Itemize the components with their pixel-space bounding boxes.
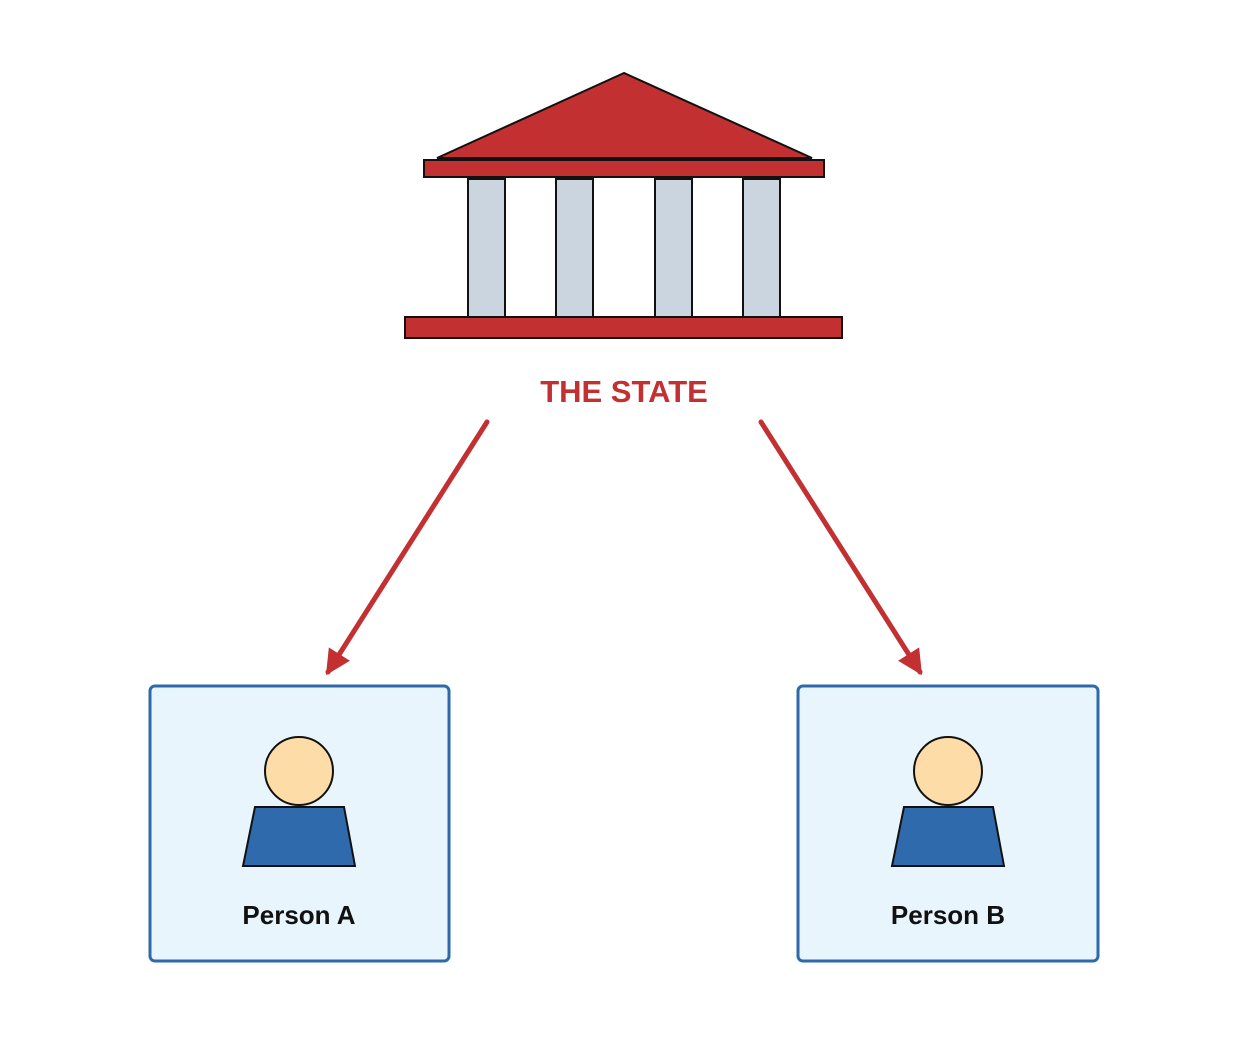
person-body (890, 806, 1006, 867)
building-base (404, 316, 843, 339)
person-icon (890, 736, 1006, 867)
person-b-card: Person B (796, 684, 1100, 963)
person-a-label: Person A (242, 900, 355, 930)
government-building-icon (404, 71, 843, 339)
state-label: THE STATE (540, 374, 708, 409)
person-head (264, 736, 334, 806)
person-icon (241, 736, 357, 867)
arrow-state-to-person-b (758, 419, 923, 676)
person-b-label: Person B (891, 900, 1005, 930)
person-a-card: Person A (148, 684, 451, 963)
person-body (241, 806, 357, 867)
arrow-state-to-person-a (325, 419, 490, 676)
building-roof (436, 71, 813, 159)
building-column-3 (654, 178, 693, 318)
building-column-4 (742, 178, 781, 318)
person-head (913, 736, 983, 806)
building-entablature (423, 159, 825, 178)
building-column-2 (555, 178, 594, 318)
building-column-1 (467, 178, 506, 318)
